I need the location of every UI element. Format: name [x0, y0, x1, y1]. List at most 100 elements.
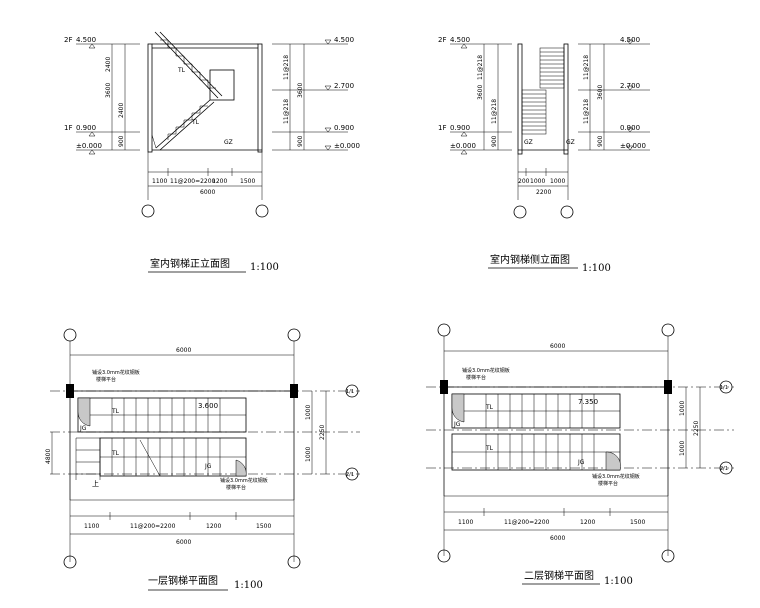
plan1-right-dim-2: 1000	[305, 447, 312, 462]
side-caption: 室内钢梯侧立面图	[490, 253, 570, 266]
front-left-dim-1: 2400	[105, 57, 112, 72]
plan1-tl-label: TL	[111, 408, 120, 415]
plan2-axis-bubble-top-right	[661, 323, 675, 337]
front-axis-bubble-left	[141, 204, 155, 218]
side-bottom-dim-2: 1000	[530, 178, 545, 185]
front-level-1f-value: 0.900	[76, 124, 96, 132]
side-elevation: 2F 4.500 1F 0.900 ±0.000 11@218 3600 11@…	[438, 36, 650, 274]
side-level-1f: 1F	[438, 124, 446, 132]
front-scale: 1:100	[250, 262, 279, 273]
front-right-dim-1: 11@218	[283, 55, 290, 80]
side-gz-right: GZ	[566, 139, 575, 146]
front-level-2f-value: 4.500	[76, 36, 96, 44]
side-axis-bubble-left	[513, 205, 527, 219]
plan2-bottom-dim-2: 11@200=2200	[504, 519, 550, 526]
front-column-right	[257, 43, 263, 153]
front-left-dim-2: 3600	[105, 83, 112, 98]
plan1-note-top: 铺设3.0mm花纹钢板	[92, 369, 140, 376]
front-tl-lower: TL	[191, 119, 200, 126]
front-right-dim-3: 11@218	[283, 99, 290, 124]
side-left-dim-1: 11@218	[477, 55, 484, 80]
plan2-axis-label-2: 2/1	[720, 466, 728, 472]
side-right-level-4: ±0.000	[620, 142, 646, 150]
plan1-caption: 一层钢梯平面图	[148, 574, 218, 587]
front-right-level-2: 2.700	[334, 82, 354, 90]
front-right-dim-4: 900	[297, 135, 304, 147]
front-bottom-dim-3: 1200	[212, 178, 227, 185]
side-level-2f: 2F	[438, 36, 446, 44]
side-right-dim-2: 3600	[597, 85, 604, 100]
plan1-total-dim: 6000	[176, 539, 191, 546]
side-gz-left: GZ	[524, 139, 533, 146]
side-bottom-dim-1: 200	[518, 178, 530, 185]
plan1-axis-bubble-bottom-right	[287, 555, 301, 569]
plan2-jg-label: JG	[453, 421, 461, 428]
plan1-note-bottom: 铺设3.0mm花纹钢板	[220, 477, 268, 484]
plan1-axis-bubble-bottom-left	[63, 555, 77, 569]
plan1-bottom-dim-1: 1100	[84, 523, 99, 530]
front-level-2f: 2F	[64, 36, 72, 44]
plan2-right-dim-1: 1000	[679, 401, 686, 416]
side-level-2f-value: 4.500	[450, 36, 470, 44]
plan1-tl-label-2: TL	[111, 450, 120, 457]
plan1-axis-bubble-top-right	[287, 328, 301, 342]
plan2-bottom-dim-1: 1100	[458, 519, 473, 526]
side-column-left	[517, 43, 523, 155]
plan-first: 6000 TL JG TL J	[45, 328, 360, 591]
plan1-left-dim: 4800	[45, 449, 52, 464]
plan1-up-label: 上	[92, 479, 99, 488]
plan2-axis-bubble-2	[719, 461, 733, 475]
plan1-top-dim: 6000	[176, 347, 191, 354]
side-right-dim-3: 11@218	[583, 99, 590, 124]
plan2-tl-label: TL	[485, 404, 494, 411]
plan2-jg-label-2: JG	[577, 459, 585, 466]
side-level-zero: ±0.000	[450, 142, 476, 150]
side-total-dim: 2200	[536, 189, 551, 196]
plan1-note-top-2: 楼梯平台	[96, 376, 116, 383]
plan2-right-dim-3: 2250	[693, 421, 700, 436]
plan2-note-top: 铺设3.0mm花纹钢板	[462, 367, 510, 374]
plan1-scale: 1:100	[234, 580, 263, 591]
side-axis-bubble-right	[560, 205, 574, 219]
plan2-caption: 二层钢梯平面图	[524, 569, 594, 582]
plan1-jg-label-2: JG	[204, 463, 212, 470]
plan2-bottom-dim-3: 1200	[580, 519, 595, 526]
plan2-axis-bubble-bottom-right	[661, 549, 675, 563]
plan1-axis-bubble-1	[345, 384, 359, 398]
front-column-left	[147, 43, 153, 153]
plan2-note-bottom: 铺设3.0mm花纹钢板	[592, 473, 640, 480]
front-level-zero: ±0.000	[76, 142, 102, 150]
front-right-level-3: 0.900	[334, 124, 354, 132]
front-right-level-4: ±0.000	[334, 142, 360, 150]
front-left-dim-4: 900	[118, 135, 125, 147]
plan1-axis-bubble-top-left	[63, 328, 77, 342]
plan1-bottom-dim-2: 11@200=2200	[130, 523, 176, 530]
side-right-dim-4: 900	[597, 135, 604, 147]
plan2-axis-bubble-top-left	[437, 323, 451, 337]
side-left-dim-3: 11@218	[491, 99, 498, 124]
plan2-total-dim: 6000	[550, 535, 565, 542]
front-right-level-1: 4.500	[334, 36, 354, 44]
side-right-level-2: 2.700	[620, 82, 640, 90]
side-left-dim-4: 900	[491, 135, 498, 147]
front-level-1f: 1F	[64, 124, 72, 132]
plan2-note-bottom-2: 楼梯平台	[598, 480, 618, 487]
side-left-dim-2: 3600	[477, 85, 484, 100]
plan1-right-dim-1: 1000	[305, 405, 312, 420]
plan1-note-bottom-2: 楼梯平台	[226, 484, 246, 491]
plan1-level: 3.600	[198, 402, 218, 410]
plan1-landing-hatch-top	[77, 397, 91, 427]
front-elevation: 2F 4.500 1F 0.900 ±0.000 2400 3600 2400 …	[64, 31, 360, 273]
plan2-axis-label-1: 1/1	[720, 385, 728, 391]
front-gz: GZ	[224, 139, 233, 146]
plan2-note-top-2: 楼梯平台	[466, 374, 486, 381]
plan2-level: 7.350	[578, 398, 598, 406]
front-caption: 室内钢梯正立面图	[150, 257, 230, 270]
plan-second: 6000 TL JG TL JG 7.350 铺设3.0mm花纹钢板 楼梯平台 …	[426, 323, 734, 587]
front-left-dim-3: 2400	[118, 103, 125, 118]
side-right-dim-1: 11@218	[583, 55, 590, 80]
plan2-landing-hatch-top	[451, 393, 465, 423]
side-scale: 1:100	[582, 263, 611, 274]
plan2-axis-bubble-1	[719, 380, 733, 394]
